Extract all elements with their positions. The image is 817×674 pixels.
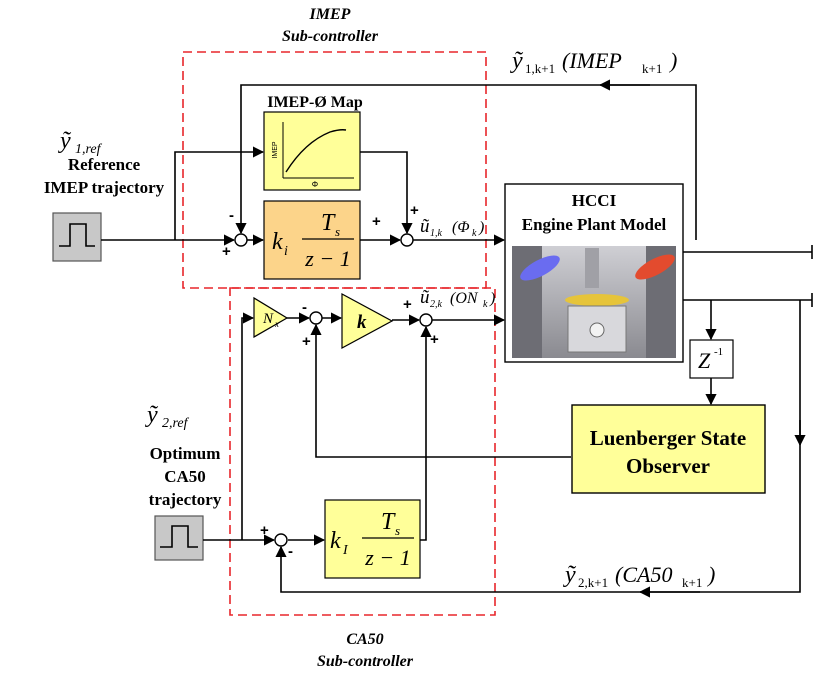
svg-text:1,k+1: 1,k+1 [525, 61, 555, 76]
observer-label-1: Luenberger State [590, 426, 747, 450]
observer-block [571, 404, 766, 494]
svg-text:ũ: ũ [420, 216, 430, 237]
svg-text:): ) [668, 48, 677, 73]
sum-junction-ca50-a [309, 311, 323, 325]
ca50-ts: T [381, 509, 396, 535]
svg-text:k+1: k+1 [682, 575, 702, 590]
imep-sub-title-1: IMEP [309, 6, 351, 23]
sum-junction-ca50-b [419, 313, 433, 327]
sign-minus-3: - [288, 543, 293, 560]
svg-text:(Φ: (Φ [452, 219, 470, 236]
imep-map-xaxis: Φ [312, 180, 318, 189]
imep-sub-title-2: Sub-controller [282, 28, 379, 45]
sum-junction-imep-2 [400, 233, 414, 247]
svg-text:k+1: k+1 [642, 61, 662, 76]
signal-y2: ỹ 2,k+1 (CA50 k+1 ) [563, 562, 715, 590]
svg-text:ỹ: ỹ [510, 48, 524, 74]
sign-minus-1: - [229, 207, 234, 224]
ca50-sub-title-1: CA50 [346, 631, 383, 648]
svg-text:): ) [489, 290, 495, 307]
reference-label-1: Reference [68, 155, 141, 174]
k-gain-block [341, 292, 394, 350]
svg-text:): ) [478, 219, 484, 236]
y1ref-subscript: 1,ref [75, 142, 103, 157]
nx-label-sub: x [274, 319, 279, 329]
nx-label: N [262, 311, 274, 327]
imep-ts-sub: s [335, 224, 340, 239]
svg-text:): ) [706, 562, 715, 587]
ca50-step-source [154, 515, 204, 561]
svg-text:k: k [483, 299, 488, 310]
svg-text:k: k [472, 228, 477, 239]
optimum-label-2: CA50 [164, 467, 206, 486]
delay-label: Z [698, 348, 711, 373]
signal-u1: ũ 1,k (Φ k ) [420, 216, 484, 239]
sum-junction-imep-1 [234, 233, 248, 247]
svg-text:ỹ: ỹ [563, 562, 577, 588]
imep-den: z − 1 [304, 246, 350, 271]
sign-plus-2: + [372, 213, 381, 230]
sign-plus-5: + [403, 296, 412, 313]
svg-text:(CA50: (CA50 [615, 562, 672, 587]
ca50-den: z − 1 [364, 545, 410, 570]
y1ref-symbol: ỹ [58, 128, 72, 154]
delay-sup: -1 [714, 346, 723, 358]
delay-block [689, 339, 734, 379]
plant-label-2: Engine Plant Model [522, 215, 667, 234]
svg-text:2,k+1: 2,k+1 [578, 575, 608, 590]
imep-ts: T [321, 210, 336, 236]
sign-plus-4: + [302, 333, 311, 350]
sum-junction-ca50-c [274, 533, 288, 547]
imep-map-title: IMEP-Ø Map [267, 94, 363, 111]
sign-plus-7: + [260, 522, 269, 539]
signal-u2: ũ 2,k (ON k ) [420, 287, 495, 310]
y2ref-subscript: 2,ref [162, 416, 190, 431]
y2ref-symbol: ỹ [145, 402, 159, 428]
kI-gain: k [330, 528, 341, 554]
connections [101, 79, 813, 598]
optimum-label-3: trajectory [149, 490, 222, 509]
sign-plus-6: + [430, 331, 439, 348]
ca50-sub-title-2: Sub-controller [317, 653, 414, 670]
imep-map-block [263, 111, 361, 191]
ki-gain: k [272, 229, 283, 255]
svg-text:(ON: (ON [450, 290, 479, 307]
sign-plus-3: + [410, 202, 419, 219]
observer-label-2: Observer [626, 454, 710, 478]
ca50-subcontroller-boundary [229, 287, 496, 616]
svg-text:1,k: 1,k [430, 228, 443, 239]
sign-minus-2: - [302, 299, 307, 316]
svg-text:ũ: ũ [420, 287, 430, 308]
signal-y1: ỹ 1,k+1 (IMEP k+1 ) [510, 48, 677, 76]
svg-text:(IMEP: (IMEP [562, 48, 622, 73]
optimum-label-1: Optimum [150, 444, 221, 463]
reference-label-2: IMEP trajectory [44, 178, 165, 197]
plant-label-1: HCCI [572, 191, 617, 210]
imep-map-yaxis: IMEP [272, 141, 279, 158]
ca50-ts-sub: s [395, 523, 400, 538]
imep-step-source [52, 212, 102, 262]
svg-text:2,k: 2,k [430, 299, 443, 310]
ki-gain-sub: i [284, 244, 288, 259]
sign-plus-1: + [222, 243, 231, 260]
hcci-plant-block [504, 183, 684, 363]
k-label: k [357, 312, 367, 333]
kI-gain-sub: I [342, 543, 349, 558]
